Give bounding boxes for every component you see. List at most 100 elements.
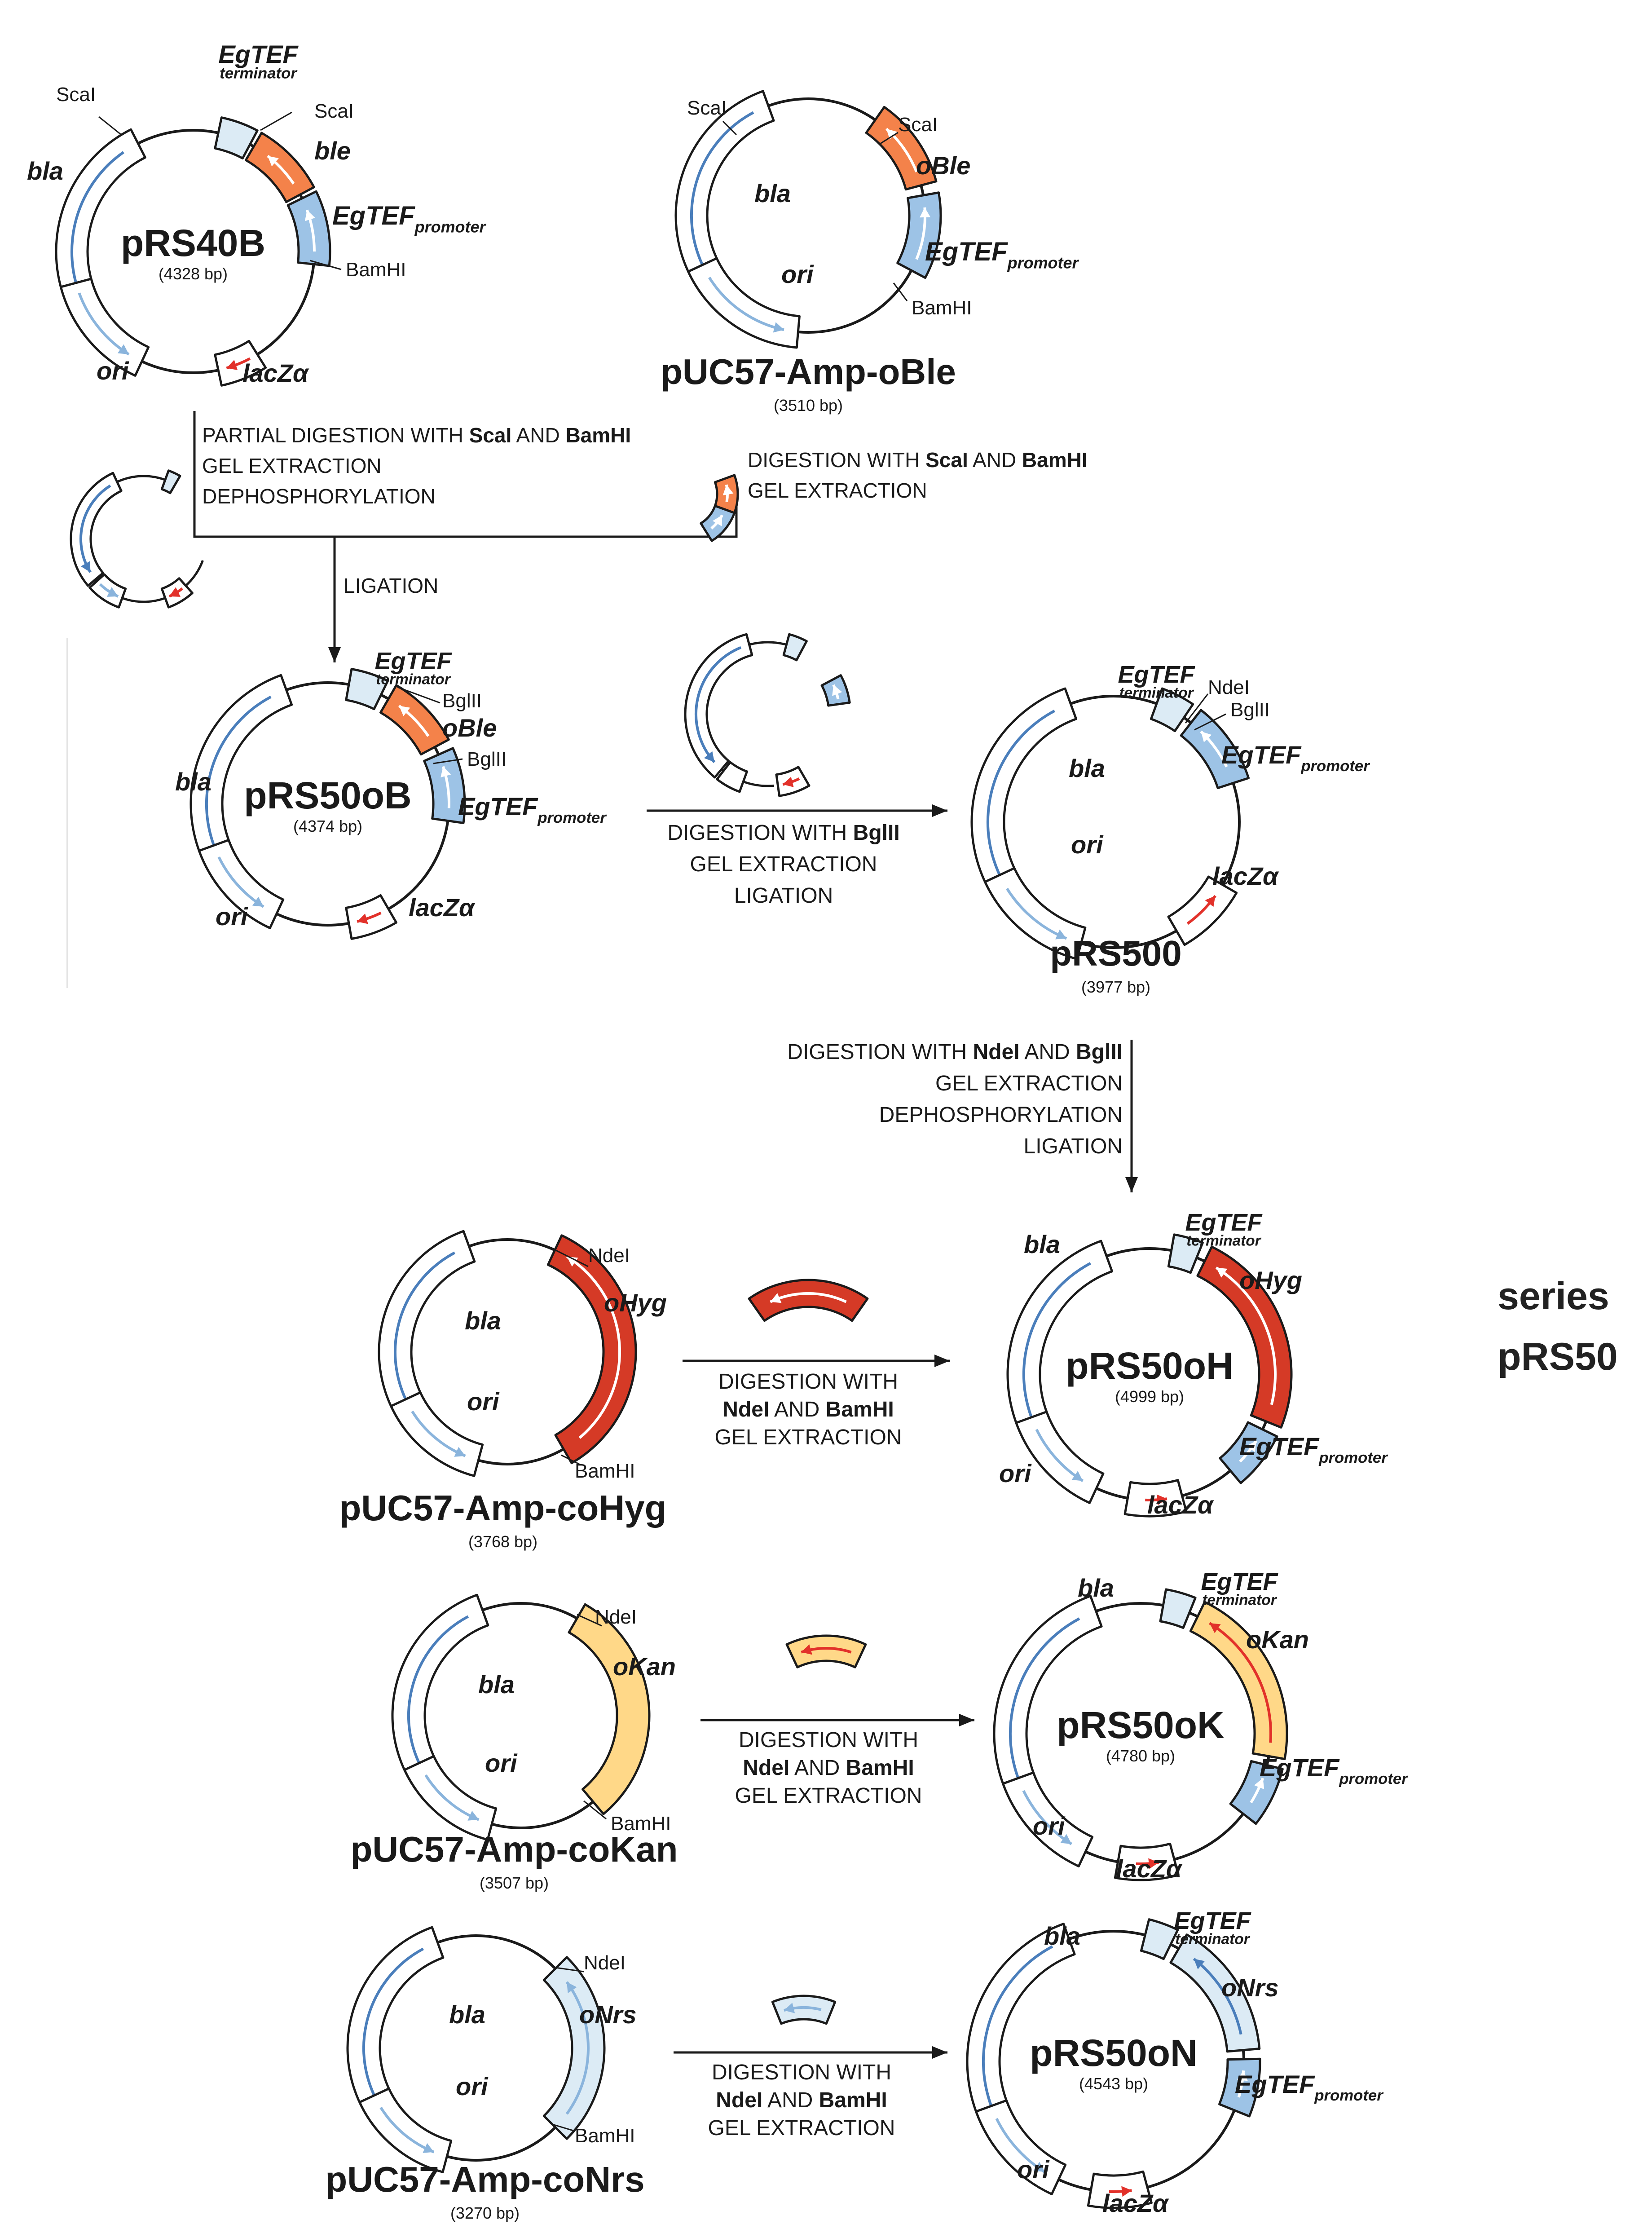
hyg-step-text-line-0: DIGESTION WITH	[718, 1370, 898, 1394]
promoter-arrow-head	[1201, 731, 1212, 742]
ori-arrow-head	[467, 1810, 479, 1821]
bla-arrow-head	[80, 561, 91, 573]
label-oble: oBle	[442, 714, 497, 742]
plasmid-size: (4543 bp)	[1079, 2074, 1148, 2093]
bglii-step-text-line-2: LIGATION	[734, 884, 833, 908]
label-onrs: oNrs	[579, 2000, 637, 2029]
plasmid-name: pRS50oH	[1066, 1345, 1233, 1387]
label-egtef-promoter: EgTEFpromoter	[1221, 741, 1370, 775]
terminator-block	[1159, 1588, 1197, 1629]
kan-step-text-line-0: DIGESTION WITH	[739, 1728, 918, 1752]
terminator-block	[160, 469, 181, 494]
terminator-block	[1150, 687, 1194, 733]
promoter-arrow-head	[1246, 1441, 1256, 1452]
terminator-block	[782, 633, 808, 662]
nrs-step-text-line-1: NdeI AND BamHI	[716, 2088, 887, 2112]
plasmid-prs500: NdeIBglIIblaorilacZαEgTEFpromoterEgTEFte…	[970, 661, 1370, 996]
ohyg-gene	[546, 1234, 637, 1465]
bamhi-site-line	[893, 282, 908, 301]
oble-arrow-head	[886, 128, 898, 140]
label-bla: bla	[27, 157, 63, 185]
site-ndei: NdeI	[595, 1606, 637, 1628]
lacz-arrow-head	[783, 777, 794, 787]
site-scai-2: ScaI	[898, 114, 938, 136]
onrs-arrow	[565, 1981, 590, 2115]
plasmid-prs50oh: pRS50oH(4999 bp)blaoHygorilacZαEgTEFprom…	[999, 1209, 1388, 1519]
bamhi-site-line	[552, 2123, 575, 2132]
label-egtef-promoter: EgTEFpromoter	[458, 792, 607, 826]
label-okan: oKan	[613, 1652, 676, 1681]
label-egtef-terminator-main: EgTEF	[1185, 1209, 1263, 1236]
site-ndei: NdeI	[584, 1952, 626, 1974]
kan-step-text-line-2: GEL EXTRACTION	[735, 1784, 922, 1808]
step1-left-text-line-1: GEL EXTRACTION	[202, 454, 382, 477]
onrs-arrow	[1193, 1958, 1242, 2035]
onrs-arrow-head	[567, 1982, 577, 1994]
onrs-gene	[542, 1956, 606, 2140]
oble-gene	[865, 106, 938, 191]
nrs-step-text-line-0: DIGESTION WITH	[712, 2061, 891, 2084]
fragment-bglii-digest	[684, 633, 851, 797]
ble-arrow-head	[268, 156, 279, 167]
promoter-block	[1218, 2057, 1261, 2118]
plasmid-name: pRS500	[1050, 933, 1181, 973]
label-egtef-promoter: EgTEFpromoter	[1239, 1432, 1388, 1466]
site-scai-1: ScaI	[56, 84, 96, 106]
ori-arrow-head	[252, 896, 264, 907]
okan-arrow-head	[1209, 1623, 1221, 1633]
plasmid-size: (4780 bp)	[1106, 1747, 1175, 1765]
onrs-fragment	[771, 1995, 837, 2025]
label-egtef-terminator-main: EgTEF	[1201, 1568, 1279, 1595]
promoter-fragment-arrow-head	[832, 684, 842, 696]
step1-right-text-line-0: DIGESTION WITH ScaI AND BamHI	[748, 448, 1088, 472]
bla-arrow	[407, 1615, 469, 1786]
label-bla: bla	[1044, 1922, 1080, 1950]
okan-gene	[1189, 1601, 1288, 1761]
plasmid-name: pRS50oK	[1057, 1704, 1224, 1746]
ori-arrow-head	[1033, 2162, 1045, 2172]
nrs-step-arrow-head	[932, 2046, 947, 2059]
label-egtef-terminator-sub: terminator	[1119, 684, 1194, 701]
series-label-line-1: series	[1498, 1275, 1609, 1318]
fragment-ohyg	[748, 1279, 869, 1322]
label-ohyg: oHyg	[604, 1289, 667, 1317]
ori-arrow-head	[107, 587, 119, 597]
label-egtef-terminator-main: EgTEF	[218, 40, 299, 68]
ligation-arrow-head	[328, 647, 341, 662]
bglii-step-arrow-head	[932, 804, 947, 817]
plasmid-name: pUC57-Amp-coKan	[351, 1829, 678, 1869]
lacz-gene	[1123, 1479, 1188, 1518]
plasmid-name: pUC57-Amp-oBle	[661, 352, 956, 392]
ori-arrow-head	[773, 322, 784, 333]
fragment-prs40b-backbone	[70, 469, 204, 609]
label-egtef-terminator-main: EgTEF	[1118, 661, 1196, 688]
lacz-arrow-head	[1121, 2186, 1132, 2197]
label-ori: ori	[1071, 830, 1104, 859]
plasmid-prs50ok: pRS50oK(4780 bp)blaoKanorilacZαEgTEFprom…	[993, 1568, 1409, 1883]
ohyg-arrow	[1215, 1267, 1277, 1405]
bglii-site-line	[1194, 713, 1226, 731]
scai-site-1-line	[98, 116, 122, 136]
ndei-step-text-line-1: GEL EXTRACTION	[935, 1072, 1123, 1095]
label-ori: ori	[1033, 1812, 1066, 1840]
bla-arrow	[695, 646, 742, 763]
site-scai-2: ScaI	[314, 100, 354, 122]
label-onrs: oNrs	[1221, 1973, 1279, 2002]
terminator-block	[345, 668, 389, 710]
ori-arrow-head	[423, 2143, 434, 2153]
label-egtef-terminator-sub: terminator	[1186, 1232, 1261, 1249]
site-ndei: NdeI	[1208, 676, 1250, 698]
label-bla: bla	[478, 1670, 515, 1699]
label-ori: ori	[1017, 2155, 1050, 2184]
lacz-arrow-head	[1205, 896, 1216, 907]
ndei-step-text-line-2: DEPHOSPHORYLATION	[879, 1103, 1123, 1127]
okan-gene	[568, 1603, 651, 1815]
plasmid-puc57-amp-cohyg: NdeIBamHIblaoHygoripUC57-Amp-coHyg(3768 …	[339, 1230, 667, 1551]
ohyg-gene	[1196, 1245, 1293, 1429]
bglii-step-text-line-0: DIGESTION WITH BglII	[667, 821, 899, 845]
bamhi-site-line	[561, 1454, 580, 1465]
scai-site-1-line	[722, 120, 737, 136]
